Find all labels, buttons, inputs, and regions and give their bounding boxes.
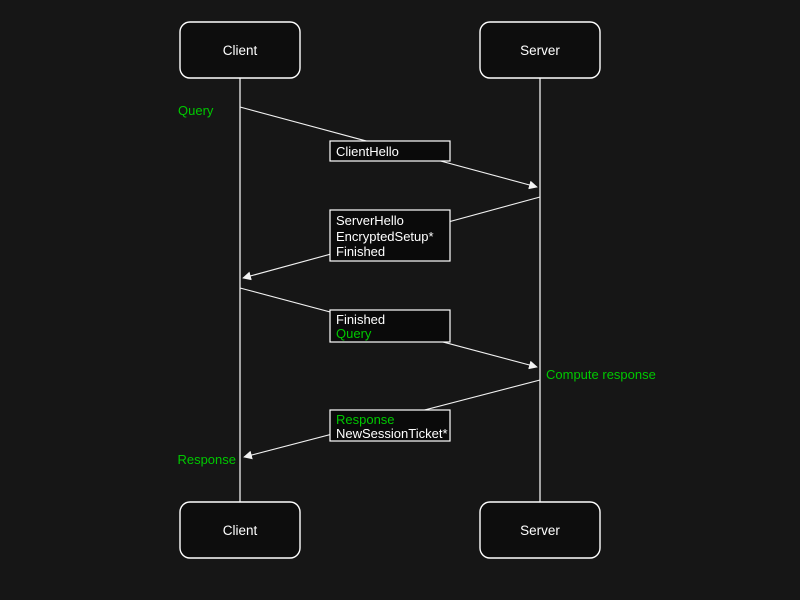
actor-client-bottom-box bbox=[179, 501, 301, 559]
annotation-response: Response bbox=[177, 452, 236, 467]
message-text-newsessionticket: NewSessionTicket* bbox=[336, 426, 448, 441]
actor-server-top-label: Server bbox=[520, 43, 560, 58]
actor-client-top-label: Client bbox=[223, 43, 258, 58]
annotation-compute-response: Compute response bbox=[546, 367, 656, 382]
message-label-response-box bbox=[329, 409, 451, 442]
message-text-response: Response bbox=[336, 412, 395, 427]
message-text-query: Query bbox=[336, 326, 372, 341]
actor-client-bottom-label: Client bbox=[223, 523, 258, 538]
message-label-response: Response NewSessionTicket* bbox=[329, 409, 451, 442]
actor-server-top-box bbox=[479, 21, 601, 79]
actor-server-bottom: Server bbox=[479, 501, 601, 559]
message-label-serverhello-box bbox=[329, 209, 451, 262]
message-label-clienthello: ClientHello bbox=[329, 140, 451, 162]
actor-server-bottom-box bbox=[479, 501, 601, 559]
actor-server-top: Server bbox=[479, 21, 601, 79]
actor-client-bottom: Client bbox=[179, 501, 301, 559]
message-label-finished-query-box bbox=[329, 309, 451, 343]
message-text-serverhello: ServerHello bbox=[336, 213, 404, 228]
actor-server-bottom-label: Server bbox=[520, 523, 560, 538]
message-label-serverhello: ServerHello EncryptedSetup* Finished bbox=[329, 209, 451, 262]
actor-client-top-box bbox=[179, 21, 301, 79]
message-text-finished-2: Finished bbox=[336, 312, 385, 327]
message-text-finished-1: Finished bbox=[336, 244, 385, 259]
message-text-clienthello: ClientHello bbox=[336, 144, 399, 159]
message-label-clienthello-box bbox=[329, 140, 451, 162]
message-text-encryptedsetup: EncryptedSetup* bbox=[336, 229, 434, 244]
annotation-query: Query bbox=[178, 103, 214, 118]
message-label-finished-query: Finished Query bbox=[329, 309, 451, 343]
actor-client-top: Client bbox=[179, 21, 301, 79]
